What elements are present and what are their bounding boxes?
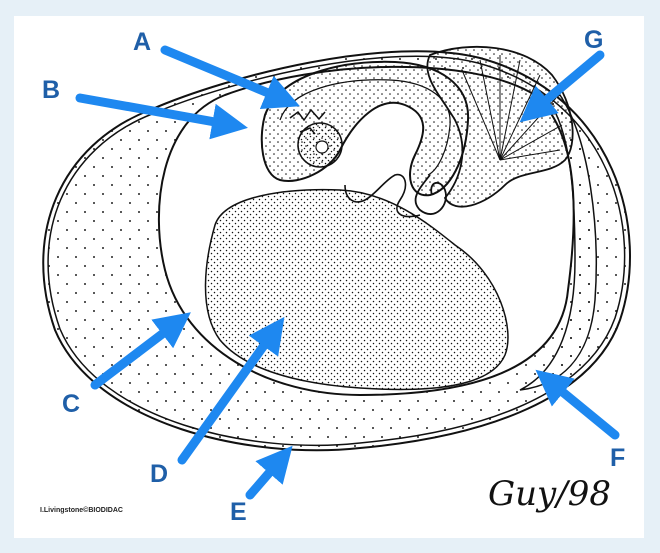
label-b: B (42, 76, 60, 104)
arrow-f (548, 380, 615, 435)
label-c: C (62, 390, 80, 418)
label-f: F (610, 444, 625, 472)
arrow-e (250, 458, 282, 495)
artist-signature: Guy/98 (488, 474, 611, 514)
label-a: A (133, 28, 151, 56)
label-g: G (584, 26, 603, 54)
credit-text: I.Livingstone©BIODIDAC (40, 506, 123, 514)
label-d: D (150, 460, 168, 488)
label-e: E (230, 498, 247, 526)
embryo-eye-ring (316, 141, 328, 153)
